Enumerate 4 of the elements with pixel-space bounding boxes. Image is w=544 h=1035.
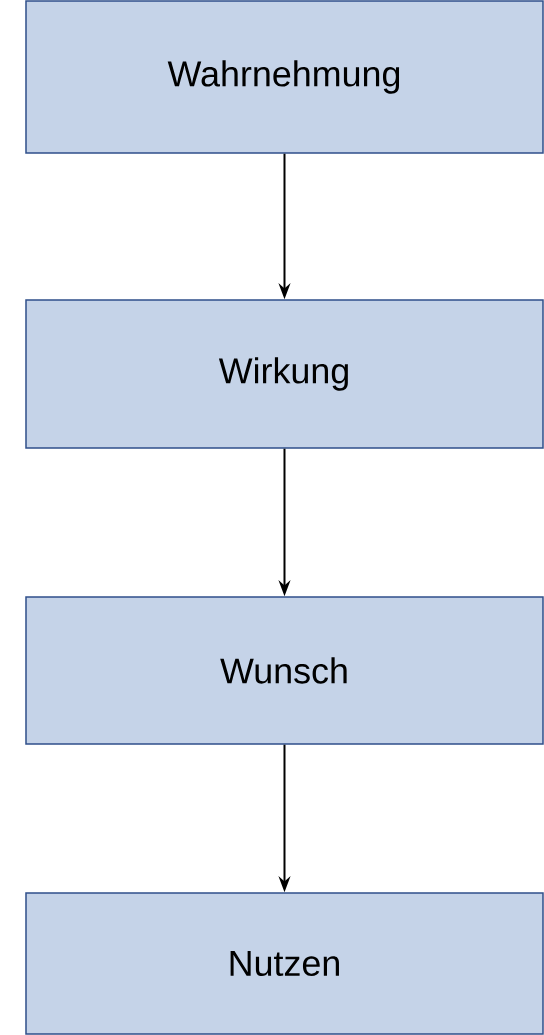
process-box: Wunsch: [25, 596, 544, 745]
process-box: Wirkung: [25, 299, 544, 449]
process-box: Nutzen: [25, 892, 544, 1035]
process-box: Wahrnehmung: [25, 0, 544, 154]
